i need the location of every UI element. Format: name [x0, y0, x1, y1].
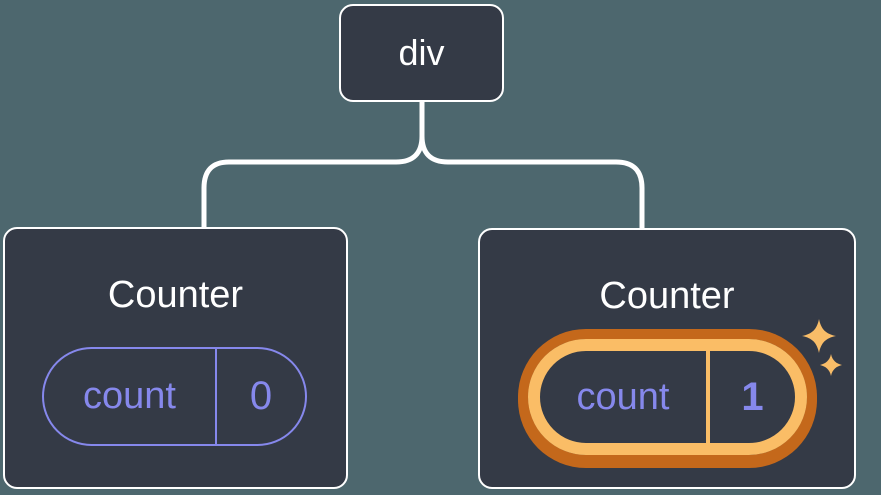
state-pill: count 0	[42, 347, 307, 446]
connector-branch-right	[419, 100, 645, 232]
state-value-segment: 1	[710, 351, 795, 443]
state-key-segment: count	[44, 349, 217, 444]
state-value-segment: 0	[217, 349, 305, 444]
sparkle-icon-small	[820, 354, 842, 376]
component-title: Counter	[599, 275, 735, 317]
counter-card-right: Counter count 1	[478, 228, 856, 489]
state-value: 1	[741, 374, 764, 419]
sparkle-icons	[802, 319, 842, 376]
state-key-label: count	[83, 375, 176, 417]
state-pill-highlighted: count 1	[528, 339, 807, 455]
sparkle-icon-large	[802, 319, 836, 353]
state-key-label: count	[576, 375, 670, 418]
root-node: div	[339, 4, 504, 102]
state-key-segment: count	[540, 351, 710, 443]
counter-card-left: Counter count 0	[3, 227, 348, 489]
state-value: 0	[249, 374, 273, 418]
component-title: Counter	[107, 274, 244, 316]
connector-branch-left	[201, 100, 425, 232]
root-node-label: div	[398, 32, 445, 73]
